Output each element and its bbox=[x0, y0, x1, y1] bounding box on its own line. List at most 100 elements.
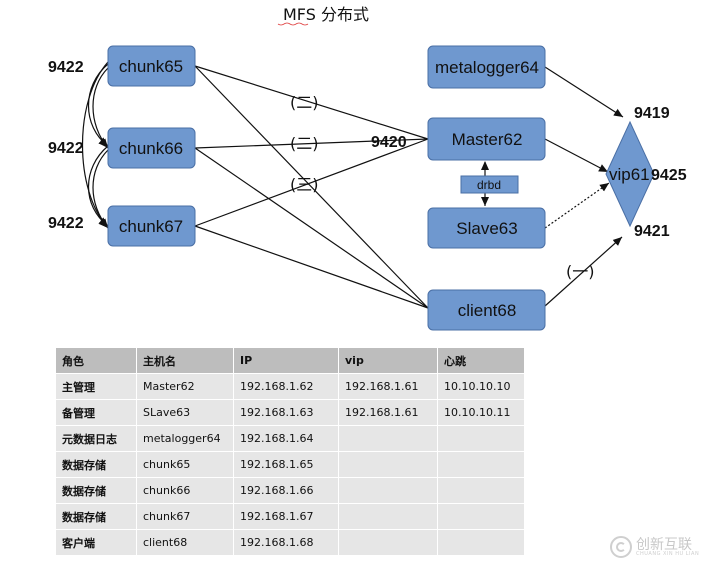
cell-vip bbox=[338, 451, 438, 478]
edge-client-vip bbox=[544, 236, 623, 307]
edge-chunk65-chunk67 bbox=[81, 61, 109, 229]
cell-ip: 192.168.1.68 bbox=[233, 529, 339, 556]
watermark: 创新互联 CHUANG XIN HU LIAN bbox=[610, 534, 706, 560]
table-row: 备管理 SLave63 192.168.1.63 192.168.1.61 10… bbox=[55, 399, 525, 426]
cell-heartbeat bbox=[437, 425, 525, 452]
cell-hostname: chunk66 bbox=[136, 477, 234, 504]
cell-vip bbox=[338, 529, 438, 556]
node-chunk66: chunk66 bbox=[107, 127, 196, 169]
cell-ip: 192.168.1.67 bbox=[233, 503, 339, 530]
edge-labels: (二) (二) (三) (一) bbox=[290, 93, 595, 281]
port-chunk66: 9422 bbox=[48, 140, 84, 157]
cell-heartbeat bbox=[437, 503, 525, 530]
host-table: 角色 主机名 IP vip 心跳 主管理 Master62 192.168.1.… bbox=[55, 347, 525, 556]
port-chunk67: 9422 bbox=[48, 215, 84, 232]
edge-label-3: (三) bbox=[290, 175, 319, 194]
node-label: chunk65 bbox=[119, 57, 183, 76]
edge-label-2: (二) bbox=[290, 134, 319, 153]
edge-label-1: (二) bbox=[290, 93, 319, 112]
cell-role: 客户端 bbox=[55, 529, 137, 556]
header-ip: IP bbox=[233, 347, 339, 374]
node-label: client68 bbox=[458, 301, 517, 320]
edge-label-4: (一) bbox=[566, 262, 595, 281]
cell-role: 数据存储 bbox=[55, 477, 137, 504]
header-heartbeat: 心跳 bbox=[437, 347, 525, 374]
mfs-diagram: MFS 分布式 chunk65 chunk66 chunk67 bbox=[48, 5, 687, 331]
edge-chunk67-client bbox=[194, 225, 429, 309]
cell-hostname: chunk67 bbox=[136, 503, 234, 530]
node-master62: Master62 bbox=[427, 117, 546, 161]
cell-role: 数据存储 bbox=[55, 451, 137, 478]
cell-role: 主管理 bbox=[55, 373, 137, 400]
nodes: chunk65 chunk66 chunk67 metalogger64 Mas… bbox=[107, 45, 655, 331]
port-vip-top: 9419 bbox=[634, 105, 670, 122]
cell-hostname: Master62 bbox=[136, 373, 234, 400]
cell-hostname: metalogger64 bbox=[136, 425, 234, 452]
edge-chunk65-client bbox=[194, 65, 429, 309]
cell-ip: 192.168.1.62 bbox=[233, 373, 339, 400]
table-row: 客户端 client68 192.168.1.68 bbox=[55, 529, 525, 556]
node-label: chunk67 bbox=[119, 217, 183, 236]
cell-heartbeat bbox=[437, 477, 525, 504]
header-role: 角色 bbox=[55, 347, 137, 374]
port-vip-right: 9425 bbox=[651, 167, 687, 184]
header-hostname: 主机名 bbox=[136, 347, 234, 374]
edge-metalogger-vip bbox=[544, 66, 624, 118]
port-labels: 9422 9422 9422 9420 9419 9425 9421 bbox=[48, 59, 687, 240]
cell-role: 数据存储 bbox=[55, 503, 137, 530]
watermark-sub: CHUANG XIN HU LIAN bbox=[636, 550, 700, 557]
table-header-row: 角色 主机名 IP vip 心跳 bbox=[55, 347, 525, 374]
node-label: Slave63 bbox=[456, 219, 517, 238]
drbd-badge: drbd bbox=[460, 175, 519, 194]
cell-ip: 192.168.1.66 bbox=[233, 477, 339, 504]
cell-hostname: SLave63 bbox=[136, 399, 234, 426]
port-master: 9420 bbox=[371, 134, 407, 151]
watermark-logo-icon bbox=[610, 536, 632, 558]
node-slave63: Slave63 bbox=[427, 207, 546, 249]
node-chunk65: chunk65 bbox=[107, 45, 196, 87]
node-label: metalogger64 bbox=[435, 58, 539, 77]
cell-heartbeat bbox=[437, 451, 525, 478]
table-row: 数据存储 chunk65 192.168.1.65 bbox=[55, 451, 525, 478]
cell-vip bbox=[338, 477, 438, 504]
cell-ip: 192.168.1.63 bbox=[233, 399, 339, 426]
table-row: 数据存储 chunk66 192.168.1.66 bbox=[55, 477, 525, 504]
cell-vip: 192.168.1.61 bbox=[338, 399, 438, 426]
cell-vip bbox=[338, 503, 438, 530]
cell-vip: 192.168.1.61 bbox=[338, 373, 438, 400]
cell-ip: 192.168.1.65 bbox=[233, 451, 339, 478]
cell-role: 备管理 bbox=[55, 399, 137, 426]
table-row: 元数据日志 metalogger64 192.168.1.64 bbox=[55, 425, 525, 452]
edge-chunk65-chunk66-b bbox=[92, 67, 109, 149]
cell-role: 元数据日志 bbox=[55, 425, 137, 452]
edges bbox=[81, 61, 624, 309]
drbd-label: drbd bbox=[477, 178, 501, 192]
edge-chunk65-master bbox=[194, 65, 429, 140]
port-vip-bottom: 9421 bbox=[634, 223, 670, 240]
cell-heartbeat: 10.10.10.11 bbox=[437, 399, 525, 426]
edge-chunk67-master bbox=[194, 138, 429, 227]
watermark-text: 创新互联 CHUANG XIN HU LIAN bbox=[636, 538, 699, 557]
header-vip: vip bbox=[338, 347, 438, 374]
cell-heartbeat: 10.10.10.10 bbox=[437, 373, 525, 400]
cell-ip: 192.168.1.64 bbox=[233, 425, 339, 452]
node-label: vip61 bbox=[609, 165, 650, 184]
cell-hostname: chunk65 bbox=[136, 451, 234, 478]
spellcheck-underline bbox=[277, 22, 309, 26]
diagram-title: MFS 分布式 bbox=[283, 5, 369, 24]
edge-slave-vip-dotted bbox=[544, 182, 610, 229]
cell-vip bbox=[338, 425, 438, 452]
edge-master-vip bbox=[544, 138, 609, 173]
node-chunk67: chunk67 bbox=[107, 205, 196, 247]
node-label: chunk66 bbox=[119, 139, 183, 158]
node-label: Master62 bbox=[452, 130, 523, 149]
node-client68: client68 bbox=[427, 289, 546, 331]
watermark-main: 创新互联 bbox=[636, 536, 692, 553]
table-row: 主管理 Master62 192.168.1.62 192.168.1.61 1… bbox=[55, 373, 525, 400]
node-vip: vip61 bbox=[605, 120, 655, 228]
cell-hostname: client68 bbox=[136, 529, 234, 556]
port-chunk65: 9422 bbox=[48, 59, 84, 76]
cell-heartbeat bbox=[437, 529, 525, 556]
node-metalogger64: metalogger64 bbox=[427, 45, 546, 89]
edge-chunk66-client bbox=[194, 147, 429, 309]
